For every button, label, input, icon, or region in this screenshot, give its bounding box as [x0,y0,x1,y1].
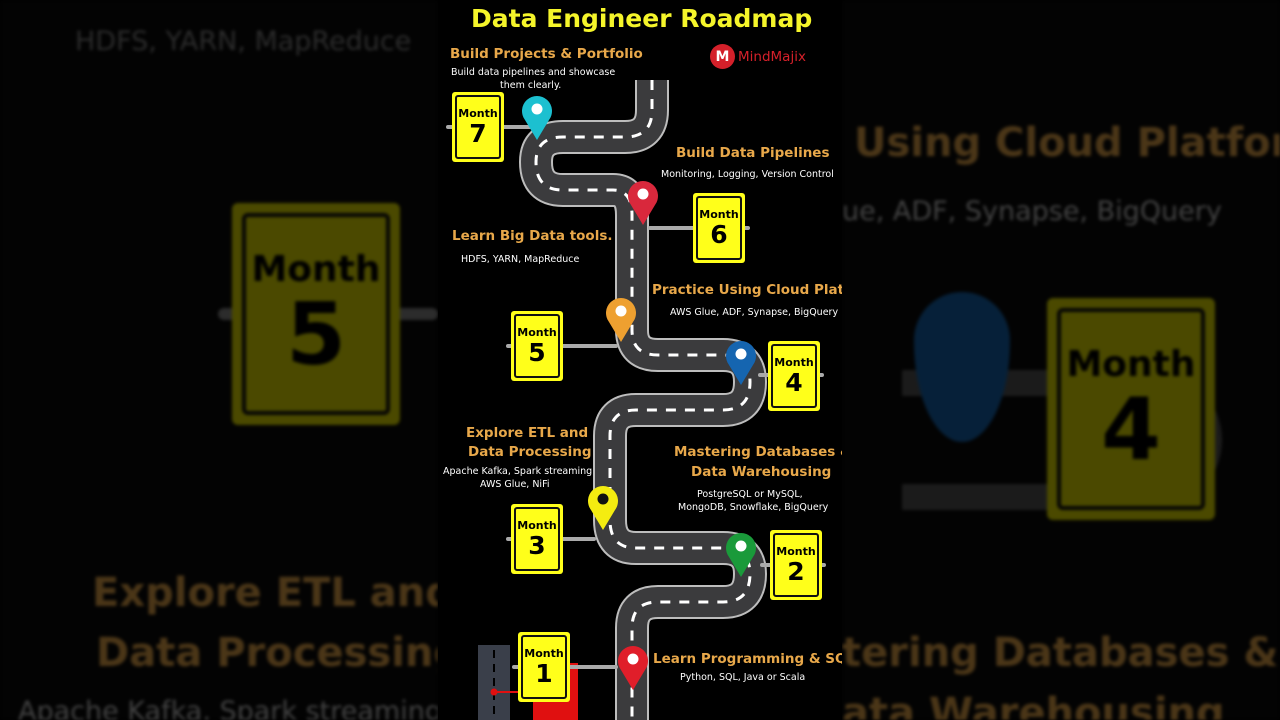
mindmajix-logo-icon: M [710,44,735,69]
sign-number: 1 [535,659,553,688]
milestone-5-detail: HDFS, YARN, MapReduce [461,254,580,265]
map-pin-icon [627,179,659,225]
sign-label: Month [524,647,564,660]
bg-left-text: HDFS, YARN, MapReduce [75,26,412,57]
milestone-4-detail: AWS Glue, ADF, Synapse, BigQuery [670,307,839,318]
sign-label: Month [776,545,816,558]
bg-sign-label: Month [1066,343,1196,385]
milestone-5-heading: Learn Big Data tools. [452,228,613,244]
bg-right-heading: Using Cloud Platform [854,120,1280,166]
bg-left-detail: Apache Kafka, Spark streaming [18,696,438,720]
bg-left-heading: Explore ETL and [92,570,438,616]
milestone-1-detail: Python, SQL, Java or Scala [680,672,806,683]
brand-name: MindMajix [738,48,806,65]
bg-right-heading3: ata Warehousing [842,690,1225,720]
bg-pole [218,308,438,320]
bg-left-heading2: Data Processing [96,630,438,676]
map-pin-icon [725,531,757,577]
milestone-7-heading: Build Projects & Portfolio [450,46,643,62]
milestone-1-heading: Learn Programming & SQL [653,651,842,667]
page-title: Data Engineer Roadmap [471,4,813,33]
sign-number: 6 [710,220,728,249]
sign-label: Month [774,356,814,369]
bg-sign-label: Month [251,248,381,290]
bg-right-heading2: tering Databases & [842,630,1279,676]
milestone-2-heading2: Data Warehousing [691,464,832,480]
milestone-6-detail: Monitoring, Logging, Version Control [661,169,834,180]
sign-label: Month [517,519,557,532]
map-pin-icon [617,644,649,690]
milestone-3-heading: Explore ETL and [466,425,589,441]
milestone-4-heading: Practice Using Cloud Platform [652,282,842,298]
map-pin-icon [521,94,553,140]
sign-number: 7 [469,119,487,148]
sign-number: 3 [528,531,546,560]
milestone-2-detail: PostgreSQL or MySQL, [697,489,803,500]
milestone-7-detail: Build data pipelines and showcase [451,67,616,78]
map-pin-icon [587,484,619,530]
milestone-3-detail: Apache Kafka, Spark streaming [443,466,593,477]
sign-number: 2 [787,557,805,586]
milestone-7-detail2: them clearly. [500,80,562,91]
bg-sign-number: 5 [286,284,346,385]
sign-number: 4 [785,368,803,397]
milestone-2-detail2: MongoDB, Snowflake, BigQuery [678,502,829,513]
milestone-6-heading: Build Data Pipelines [676,145,830,161]
bg-road [902,370,1222,510]
bg-right-detail: ue, ADF, Synapse, BigQuery [842,196,1222,227]
sign-number: 5 [528,338,546,367]
sign-label: Month [458,107,498,120]
bg-sign-number: 4 [1101,379,1161,480]
sign-label: Month [517,326,557,339]
background-right: Using Cloud Platform ue, ADF, Synapse, B… [842,0,1280,720]
milestone-3-detail2: AWS Glue, NiFi [480,479,550,490]
milestone-3-heading2: Data Processing [468,444,592,460]
map-pin-icon [605,296,637,342]
milestone-2-heading: Mastering Databases & [674,444,842,460]
brand-logo: M MindMajix [710,44,806,69]
map-pin-icon [725,339,757,385]
sign-label: Month [699,208,739,221]
